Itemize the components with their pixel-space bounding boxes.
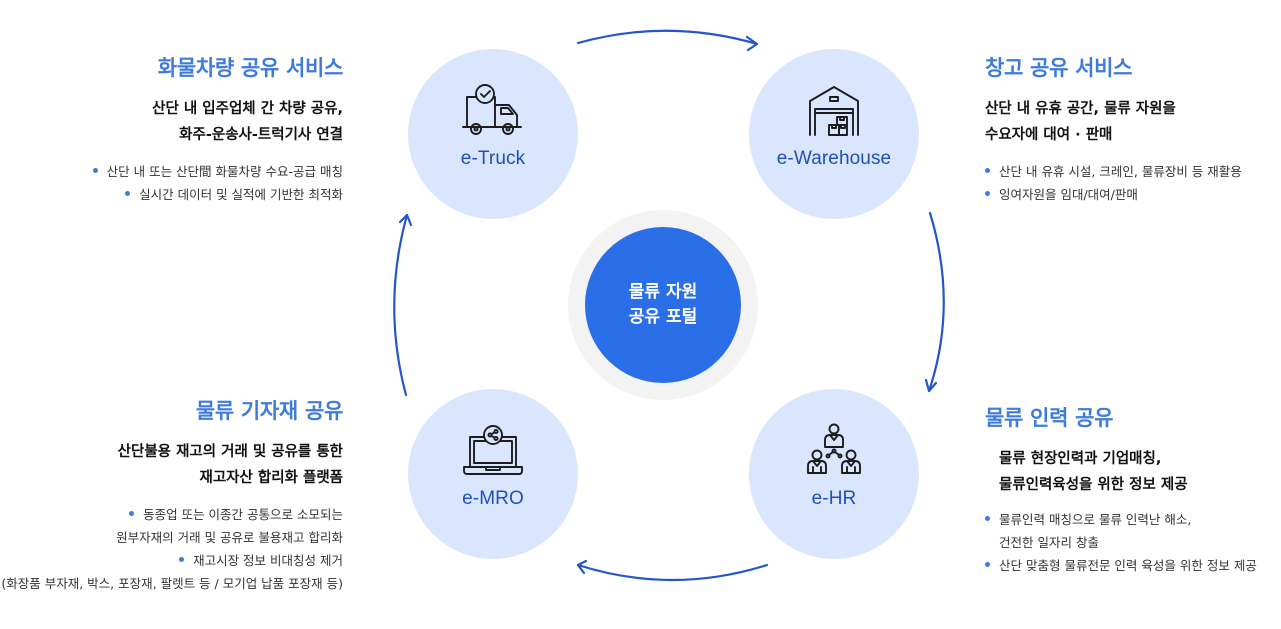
service-title: 물류 인력 공유 [985, 406, 1114, 430]
service-lead: 산단불용 재고의 거래 및 공유를 통한 재고자산 합리화 플랫폼 [1, 439, 343, 491]
bullet-continuation: (화장품 부자재, 박스, 포장재, 팔렛트 등 / 모기업 납품 포장재 등) [1, 572, 343, 595]
bullet-text: 건전한 일자리 창출 [999, 535, 1099, 550]
bullet-continuation: 건전한 일자리 창출 [985, 531, 1257, 554]
bullet-dot-icon [985, 516, 990, 521]
lead-line: 화주-운송사-트럭기사 연결 [179, 127, 343, 143]
bullet-dot-icon [179, 557, 185, 562]
bullet-text: 실시간 데이터 및 실적에 기반한 최적화 [139, 187, 343, 202]
bullet-text: 산단 내 유휴 시설, 크레인, 물류장비 등 재활용 [999, 164, 1242, 179]
service-bullets: 산단 내 유휴 시설, 크레인, 물류장비 등 재활용 잉여자원을 임대/대여/… [985, 160, 1242, 206]
bullet-dot-icon [125, 191, 131, 196]
bullet-text: 물류인력 매칭으로 물류 인력난 해소, [999, 512, 1192, 527]
truck-check-icon [461, 83, 525, 139]
lead-line: 물류인력육성을 위한 정보 제공 [999, 477, 1188, 493]
node-label: e-Warehouse [776, 148, 892, 169]
bullet-text: 잉여자원을 임대/대여/판매 [999, 187, 1138, 202]
bullet-dot-icon [985, 168, 990, 173]
bullet-item: 실시간 데이터 및 실적에 기반한 최적화 [93, 183, 343, 206]
service-lead: 물류 현장인력과 기업매칭, 물류인력육성을 위한 정보 제공 [985, 446, 1257, 498]
hub-title-line1: 물류 자원 [628, 282, 698, 302]
node-label: e-HR [811, 488, 857, 509]
bullet-dot-icon [985, 191, 990, 196]
bullet-text: 산단 맞춤형 물류전문 인력 육성을 위한 정보 제공 [999, 558, 1257, 573]
node-label: e-MRO [462, 488, 524, 509]
node-label: e-Truck [460, 148, 526, 169]
service-block-mro: 물류 기자재 공유 산단불용 재고의 거래 및 공유를 통한 재고자산 합리화 … [1, 395, 343, 595]
hub-portal-button[interactable]: 물류 자원 공유 포털 [585, 227, 741, 383]
arrow-mro-to-truck [393, 213, 413, 397]
service-title: 창고 공유 서비스 [985, 56, 1133, 80]
bullet-dot-icon [129, 511, 135, 516]
service-block-hr: 물류 인력 공유 물류 현장인력과 기업매칭, 물류인력육성을 위한 정보 제공… [985, 402, 1257, 577]
service-title: 화물차량 공유 서비스 [157, 56, 344, 80]
node-e-warehouse[interactable]: e-Warehouse [749, 49, 919, 219]
lead-line: 수요자에 대여 · 판매 [985, 127, 1113, 143]
bullet-text: 산단 내 또는 산단間 화물차량 수요-공급 매칭 [106, 164, 343, 179]
lead-line: 산단불용 재고의 거래 및 공유를 통한 [117, 444, 343, 460]
bullet-item: 잉여자원을 임대/대여/판매 [985, 183, 1242, 206]
bullet-text: 원부자재의 거래 및 공유로 불용재고 합리화 [116, 530, 343, 545]
service-title: 물류 기자재 공유 [195, 399, 343, 423]
bullet-continuation: 원부자재의 거래 및 공유로 불용재고 합리화 [1, 526, 343, 549]
lead-line: 재고자산 합리화 플랫폼 [199, 470, 344, 486]
warehouse-icon [802, 83, 866, 139]
arrow-warehouse-to-hr [924, 211, 945, 393]
arrow-truck-to-warehouse [576, 29, 759, 52]
service-block-truck: 화물차량 공유 서비스 산단 내 입주업체 간 차량 공유, 화주-운송사-트럭… [92, 52, 344, 206]
people-network-icon [802, 423, 866, 479]
bullet-text: (화장품 부자재, 박스, 포장재, 팔렛트 등 / 모기업 납품 포장재 등) [1, 576, 343, 591]
laptop-share-icon [461, 423, 525, 479]
bullet-item: 물류인력 매칭으로 물류 인력난 해소, [985, 508, 1257, 531]
bullet-item: 재고시장 정보 비대칭성 제거 [1, 549, 343, 572]
service-bullets: 동종업 또는 이종간 공통으로 소모되는 원부자재의 거래 및 공유로 불용재고… [1, 503, 343, 595]
service-bullets: 산단 내 또는 산단間 화물차량 수요-공급 매칭 실시간 데이터 및 실적에 … [92, 160, 343, 206]
bullet-text: 동종업 또는 이종간 공통으로 소모되는 [143, 507, 343, 522]
bullet-dot-icon [92, 168, 98, 173]
node-e-hr[interactable]: e-HR [749, 389, 919, 559]
node-e-mro[interactable]: e-MRO [408, 389, 578, 559]
lead-line: 물류 현장인력과 기업매칭, [999, 451, 1162, 467]
bullet-item: 산단 내 유휴 시설, 크레인, 물류장비 등 재활용 [985, 160, 1242, 183]
bullet-item: 동종업 또는 이종간 공통으로 소모되는 [1, 503, 343, 526]
service-lead: 산단 내 유휴 공간, 물류 자원을 수요자에 대여 · 판매 [985, 96, 1242, 148]
lead-line: 산단 내 유휴 공간, 물류 자원을 [985, 101, 1176, 117]
node-e-truck[interactable]: e-Truck [408, 49, 578, 219]
service-bullets: 물류인력 매칭으로 물류 인력난 해소, 건전한 일자리 창출 산단 맞춤형 물… [985, 508, 1257, 577]
bullet-dot-icon [985, 562, 990, 567]
service-lead: 산단 내 입주업체 간 차량 공유, 화주-운송사-트럭기사 연결 [93, 96, 343, 148]
bullet-item: 산단 맞춤형 물류전문 인력 육성을 위한 정보 제공 [985, 554, 1257, 577]
hub-title-line2: 공유 포털 [628, 307, 698, 327]
bullet-text: 재고시장 정보 비대칭성 제거 [193, 553, 343, 568]
service-block-warehouse: 창고 공유 서비스 산단 내 유휴 공간, 물류 자원을 수요자에 대여 · 판… [985, 52, 1242, 206]
arrow-hr-to-mro [576, 559, 769, 582]
bullet-item: 산단 내 또는 산단間 화물차량 수요-공급 매칭 [92, 160, 343, 183]
lead-line: 산단 내 입주업체 간 차량 공유, [152, 101, 343, 117]
